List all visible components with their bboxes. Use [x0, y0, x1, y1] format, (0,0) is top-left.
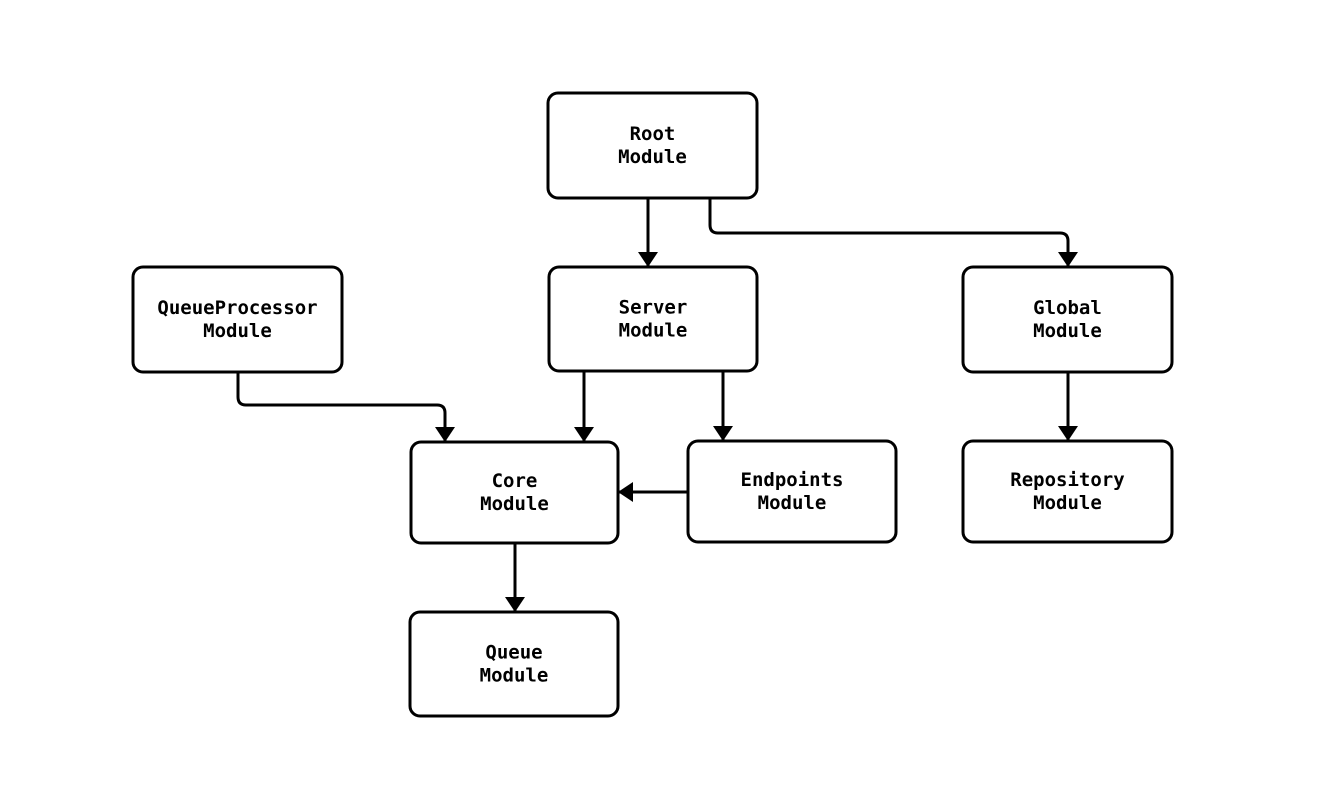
node-label-core-module-line-2: Module — [480, 493, 549, 515]
node-label-queueprocessor-module-line-1: QueueProcessor — [157, 297, 317, 319]
node-label-global-module-line-1: Global — [1033, 297, 1102, 319]
node-label-queue-module-line-2: Module — [480, 665, 549, 687]
node-label-server-module-line-1: Server — [619, 297, 688, 319]
node-label-repository-module-line-1: Repository — [1010, 469, 1124, 491]
node-label-endpoints-module-line-2: Module — [758, 492, 827, 514]
node-label-repository-module-line-2: Module — [1033, 492, 1102, 514]
node-label-queue-module-line-1: Queue — [485, 642, 542, 664]
node-label-root-module-line-2: Module — [618, 146, 687, 168]
node-box-queueprocessor-module — [131, 265, 344, 374]
node-label-global-module-line-2: Module — [1033, 320, 1102, 342]
node-label-endpoints-module-line-1: Endpoints — [741, 469, 844, 491]
node-label-queueprocessor-module-line-2: Module — [203, 320, 272, 342]
node-box-endpoints-module — [686, 439, 898, 544]
edge-root-module-to-global-module — [708, 198, 1078, 267]
node-label-core-module-line-1: Core — [492, 470, 538, 492]
node-label-root-module-line-1: Root — [630, 123, 676, 145]
node-box-global-module — [961, 265, 1174, 374]
node-box-queue-module — [408, 610, 620, 718]
node-box-core-module — [409, 440, 620, 545]
node-box-server-module — [547, 265, 759, 373]
node-label-server-module-line-2: Module — [619, 320, 688, 342]
node-box-root-module — [546, 91, 759, 200]
edge-queueprocessor-module-to-core-module — [236, 372, 455, 442]
node-box-repository-module — [961, 439, 1174, 544]
